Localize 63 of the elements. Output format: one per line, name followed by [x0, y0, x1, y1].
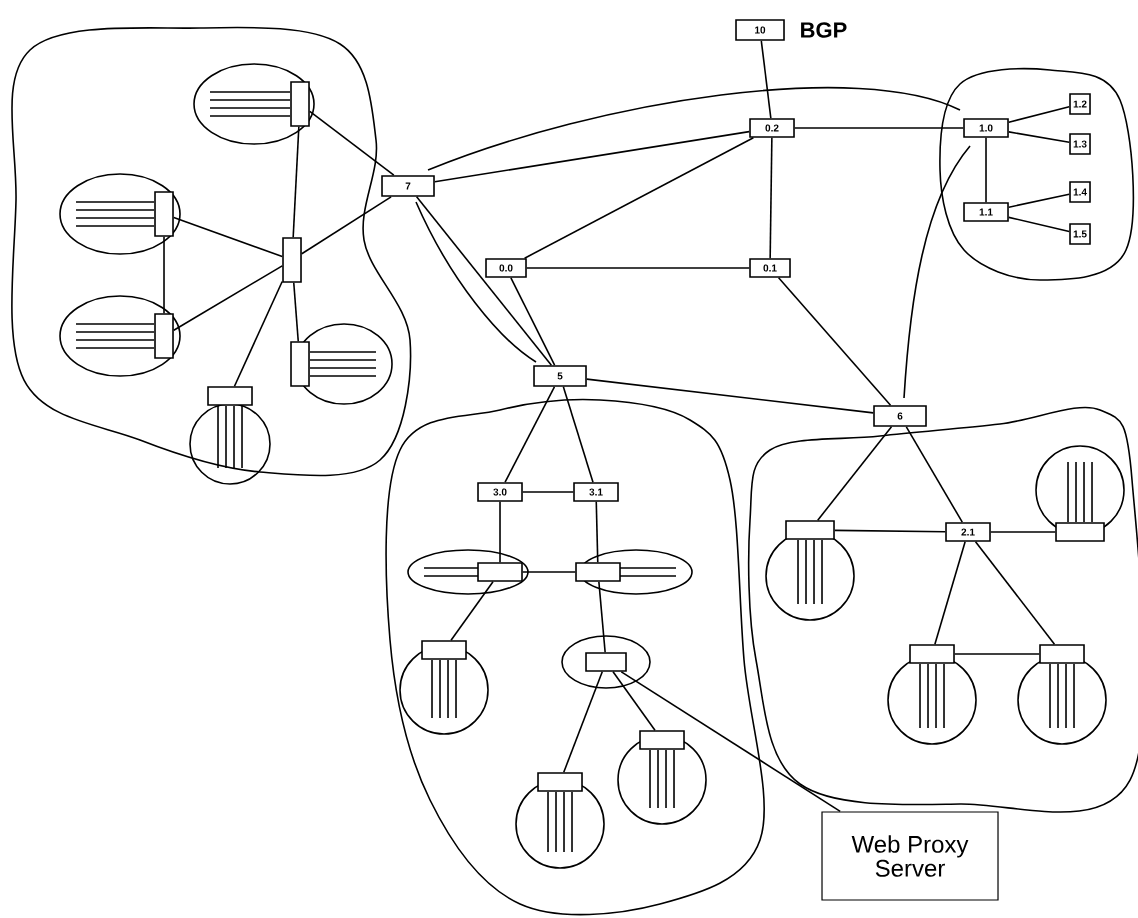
link-line — [562, 386, 594, 483]
link-line — [777, 277, 892, 406]
link-line — [309, 110, 395, 176]
link-line — [974, 541, 1056, 645]
link-line — [292, 282, 300, 342]
link-line — [415, 196, 553, 366]
router-box — [1039, 644, 1085, 664]
link-line — [769, 137, 773, 259]
router-box — [785, 520, 835, 540]
server-box: Web Proxy Server — [821, 811, 999, 901]
area-region — [385, 398, 765, 916]
link-line — [794, 127, 964, 129]
link-line — [586, 378, 874, 414]
link-line — [905, 426, 964, 523]
router-box — [537, 772, 583, 792]
link-line — [526, 267, 750, 269]
link-line — [301, 196, 392, 255]
link-line — [233, 280, 283, 387]
link-line — [163, 236, 165, 314]
link-line — [173, 216, 283, 258]
link-line — [434, 130, 750, 183]
link-line — [834, 529, 946, 533]
router-box — [1055, 522, 1105, 542]
link-line — [990, 531, 1056, 533]
link-line — [595, 501, 599, 563]
router-box — [575, 562, 621, 582]
link-line — [985, 137, 987, 203]
link-line — [1008, 131, 1070, 143]
link-line — [760, 40, 772, 119]
area-region — [747, 406, 1138, 813]
area-region — [939, 67, 1135, 281]
link-line — [450, 581, 494, 641]
link-line — [562, 671, 604, 773]
router-box — [421, 640, 467, 660]
link-line — [522, 491, 574, 493]
link-line — [612, 671, 656, 731]
router-box — [477, 562, 523, 582]
link-line — [523, 137, 755, 259]
link-line — [292, 126, 300, 238]
link-line — [1008, 193, 1070, 208]
router-box — [282, 237, 302, 283]
link-line — [1008, 216, 1070, 233]
link-line — [934, 541, 966, 645]
router-box — [639, 730, 685, 750]
router-box — [207, 386, 253, 406]
router-box — [290, 341, 310, 387]
router-box — [154, 191, 174, 237]
link-line — [816, 426, 893, 521]
link-line — [173, 265, 283, 331]
link-line — [510, 277, 556, 366]
router-box — [154, 313, 174, 359]
link-line — [504, 386, 556, 483]
link-line — [1008, 105, 1070, 123]
link-line — [598, 581, 606, 653]
area-region — [11, 26, 412, 477]
link-line — [522, 571, 576, 573]
router-box — [585, 652, 627, 672]
link-line — [620, 671, 841, 813]
link-line — [954, 653, 1040, 655]
router-box — [909, 644, 955, 664]
link-line — [499, 501, 501, 563]
beside-label: BGP — [801, 22, 847, 38]
router-box — [290, 81, 310, 127]
